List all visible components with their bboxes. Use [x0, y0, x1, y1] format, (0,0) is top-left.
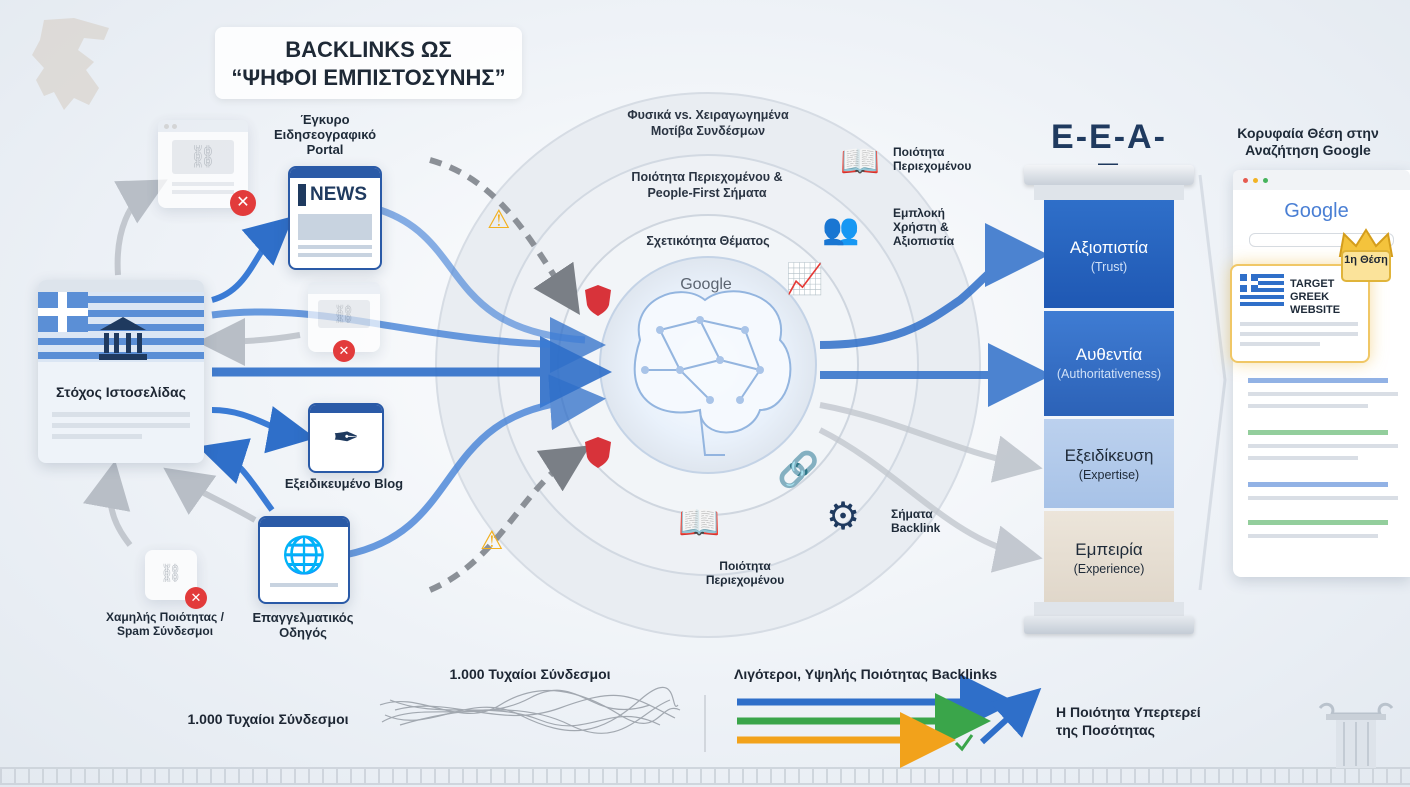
expertise-sub: (Expertise)	[1078, 468, 1140, 482]
gear-link-icon: ⚙	[826, 496, 861, 538]
pillar-capital	[1024, 165, 1194, 185]
blog-label: Εξειδικευμένο Blog	[284, 476, 404, 491]
reject-icon: ✕	[230, 190, 256, 216]
serp-line	[1248, 404, 1368, 408]
engagement-label: Εμπλοκή Χρήστη & Αξιοπιστία	[893, 206, 955, 248]
warning-icon: ⚠	[480, 525, 504, 555]
news-portal-card: NEWS	[288, 166, 382, 270]
greek-column-icon	[1318, 702, 1394, 768]
greece-map-icon	[32, 18, 109, 110]
crown-icon	[1338, 228, 1394, 257]
serp-line	[1248, 520, 1388, 525]
bank-building-icon	[99, 317, 147, 360]
experience-title: Εμπειρία	[1075, 540, 1143, 559]
trust-title: Αξιοπιστία	[1069, 238, 1149, 257]
serp-window: Google	[1233, 170, 1410, 577]
trend-chart-icon: 📈	[786, 263, 824, 296]
link-icon: ⛓	[159, 563, 183, 583]
serp-line	[1248, 534, 1378, 538]
experience-sub: (Experience)	[1073, 562, 1145, 576]
serp-heading: Κορυφαία Θέση στην Αναζήτηση Google	[1237, 125, 1379, 158]
content-quality-top-label: Ποιότητα Περιεχομένου	[893, 145, 972, 173]
spam-links-label: Χαμηλής Ποιότητας / Spam Σύνδεσμοι	[106, 610, 224, 638]
pillar-trust	[1044, 200, 1174, 308]
title-line-1: BACKLINKS ΩΣ	[285, 37, 452, 62]
content-quality-bottom-label: Ποιότητα Περιεχομένου	[705, 559, 785, 587]
book-check-icon: 📖	[678, 504, 721, 542]
first-place-badge: 1η Θέση	[1341, 250, 1391, 282]
news-badge: NEWS	[298, 184, 372, 206]
ring-inner-label: Σχετικότητα Θέματος	[646, 234, 770, 248]
serp-line	[1248, 378, 1388, 383]
greek-key-border	[0, 767, 1410, 785]
serp-line	[1248, 496, 1398, 500]
trust-sub: (Trust)	[1090, 260, 1128, 274]
serp-line	[1248, 444, 1398, 448]
book-check-icon: 📖	[840, 143, 880, 179]
guide-card: 🌐	[258, 516, 350, 604]
greek-flag-icon	[1240, 274, 1284, 306]
authority-title: Αυθεντία	[1075, 345, 1143, 364]
pillar-expertise	[1044, 419, 1174, 508]
pillar-base-upper	[1034, 602, 1184, 616]
serp-line	[1248, 456, 1358, 460]
expertise-title: Εξειδίκευση	[1064, 446, 1154, 465]
title-line-2: “ΨΗΦΟΙ ΕΜΠΙΣΤΟΣΥΝΗΣ”	[231, 65, 506, 90]
chain-link-icon: 🔗	[777, 451, 820, 489]
shield-icon	[585, 285, 611, 316]
pillar-expertise-text: Εξειδίκευση (Expertise)	[1044, 446, 1174, 482]
authority-sub: (Authoritativeness)	[1056, 367, 1162, 381]
serp-google-logo: Google	[1284, 200, 1349, 222]
ring-middle-label: Ποιότητα Περιεχομένου & People-First Σήμ…	[631, 170, 783, 200]
pillar-capital-lower	[1034, 185, 1184, 200]
shield-icon	[585, 437, 611, 468]
title-box: BACKLINKS ΩΣ “ΨΗΦΟΙ ΕΜΠΙΣΤΟΣΥΝΗΣ”	[215, 27, 522, 99]
news-portal-label: Έγκυρο Ειδησεογραφικό Portal	[273, 112, 377, 157]
pillar-authority	[1044, 311, 1174, 416]
checkmark-icon	[954, 734, 974, 752]
pillar-experience	[1044, 511, 1174, 602]
pillar-authority-text: Αυθεντία (Authoritativeness)	[1044, 345, 1174, 381]
quality-backlinks-label: Λιγότεροι, Υψηλής Ποιότητας Backlinks	[734, 666, 998, 682]
serp-line	[1248, 392, 1398, 396]
pillar-experience-text: Εμπειρία (Experience)	[1044, 540, 1174, 576]
broken-link-icon: ⛓	[172, 140, 234, 174]
broken-link-icon: ⛓	[318, 300, 370, 328]
reject-icon: ✕	[185, 587, 207, 609]
brain-network-icon	[633, 290, 792, 456]
tangled-links-graphic	[379, 686, 681, 734]
reject-icon: ✕	[333, 340, 355, 362]
pillar-trust-text: Αξιοπιστία (Trust)	[1044, 238, 1174, 274]
backlink-signals-label: Σήματα Backlink	[891, 507, 941, 535]
user-heart-icon: 👥	[822, 213, 860, 246]
quill-pen-icon: ✒	[332, 419, 360, 455]
serp-result-title: TARGET GREEK WEBSITE	[1290, 278, 1341, 316]
quality-over-quantity-label: Η Ποιότητα Υπερτερεί της Ποσότητας	[1056, 704, 1201, 738]
guide-label: Επαγγελματικός Οδηγός	[252, 610, 354, 640]
blog-card: ✒	[308, 403, 384, 473]
serp-line	[1248, 430, 1388, 435]
warning-icon: ⚠	[487, 204, 511, 234]
target-site-card: Στόχος Ιστοσελίδας	[38, 280, 204, 463]
globe-cursor-icon: 🌐	[281, 534, 327, 575]
serp-line	[1248, 482, 1388, 487]
google-logo-center: Google	[680, 276, 732, 293]
serp-search-bar[interactable]	[1249, 233, 1394, 247]
pillar-base	[1024, 616, 1194, 634]
ring-outer-label: Φυσικά vs. Χειραγωγημένα Μοτίβα Συνδέσμω…	[627, 108, 789, 138]
random-links-top-label: 1.000 Τυχαίοι Σύνδεσμοι	[449, 666, 611, 682]
target-site-label: Στόχος Ιστοσελίδας	[56, 384, 186, 400]
serp-top-result[interactable]: TARGET GREEK WEBSITE	[1230, 264, 1370, 363]
random-links-left-label: 1.000 Τυχαίοι Σύνδεσμοι	[187, 711, 349, 727]
